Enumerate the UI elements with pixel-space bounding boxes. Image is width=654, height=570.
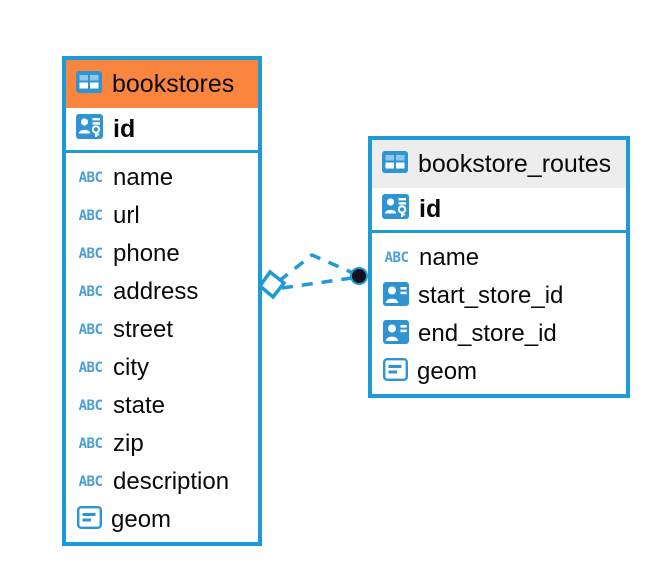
column-row-start-store-id[interactable]: start_store_id xyxy=(372,277,626,315)
table-icon xyxy=(76,70,102,98)
column-row-state[interactable]: ABC state xyxy=(66,387,258,425)
column-label: geom xyxy=(111,506,172,533)
column-label: name xyxy=(113,164,174,191)
column-label: end_store_id xyxy=(418,320,557,347)
primary-key-row[interactable]: id xyxy=(372,188,626,233)
text-type-icon: ABC xyxy=(78,246,103,262)
column-list: ABC name ABC url ABC phone ABC address A… xyxy=(66,153,258,543)
column-row-name[interactable]: ABC name xyxy=(66,159,258,197)
relationship-line-lower xyxy=(281,276,353,290)
column-label: geom xyxy=(417,358,478,385)
column-label: url xyxy=(113,202,140,229)
relationship-line-upper xyxy=(277,252,354,283)
primary-key-label: id xyxy=(113,114,136,143)
column-label: address xyxy=(113,278,199,305)
column-row-name[interactable]: ABC name xyxy=(372,239,626,277)
entity-table-bookstores[interactable]: bookstores id ABC name xyxy=(62,56,262,546)
column-row-phone[interactable]: ABC phone xyxy=(66,235,258,273)
column-row-geom[interactable]: geom xyxy=(66,501,258,539)
column-label: phone xyxy=(113,240,180,267)
text-type-icon: ABC xyxy=(78,170,103,186)
column-label: street xyxy=(113,316,174,343)
text-type-icon: ABC xyxy=(78,322,103,338)
text-type-icon: ABC xyxy=(78,436,103,452)
text-type-icon: ABC xyxy=(78,398,103,414)
entity-title: bookstores xyxy=(112,69,235,98)
foreign-key-icon xyxy=(383,319,409,349)
geometry-type-icon xyxy=(77,506,103,534)
entity-header[interactable]: bookstores xyxy=(66,60,258,108)
column-row-geom[interactable]: geom xyxy=(372,353,626,391)
geometry-type-icon xyxy=(383,358,409,386)
column-row-description[interactable]: ABC description xyxy=(66,463,258,501)
primary-key-icon xyxy=(382,194,409,224)
column-row-city[interactable]: ABC city xyxy=(66,349,258,387)
text-type-icon: ABC xyxy=(384,250,409,266)
column-row-street[interactable]: ABC street xyxy=(66,311,258,349)
column-row-zip[interactable]: ABC zip xyxy=(66,425,258,463)
text-type-icon: ABC xyxy=(78,208,103,224)
column-label: start_store_id xyxy=(418,282,564,309)
column-label: zip xyxy=(113,430,144,457)
table-icon xyxy=(382,150,408,178)
primary-key-label: id xyxy=(419,194,442,223)
column-list: ABC name start_store_id xyxy=(372,233,626,395)
column-row-url[interactable]: ABC url xyxy=(66,197,258,235)
column-label: description xyxy=(113,468,230,495)
column-label: city xyxy=(113,354,149,381)
column-label: name xyxy=(419,244,480,271)
foreign-key-icon xyxy=(383,281,409,311)
column-row-address[interactable]: ABC address xyxy=(66,273,258,311)
text-type-icon: ABC xyxy=(78,474,103,490)
filled-circle-endpoint-icon xyxy=(350,267,368,285)
text-type-icon: ABC xyxy=(78,284,103,300)
entity-title: bookstore_routes xyxy=(418,149,612,178)
entity-table-bookstore-routes[interactable]: bookstore_routes id ABC name xyxy=(368,136,630,398)
diamond-open-endpoint-icon xyxy=(257,269,287,300)
primary-key-icon xyxy=(76,114,103,144)
text-type-icon: ABC xyxy=(78,360,103,376)
column-label: state xyxy=(113,392,166,419)
column-row-end-store-id[interactable]: end_store_id xyxy=(372,315,626,353)
primary-key-row[interactable]: id xyxy=(66,108,258,153)
entity-header[interactable]: bookstore_routes xyxy=(372,140,626,188)
